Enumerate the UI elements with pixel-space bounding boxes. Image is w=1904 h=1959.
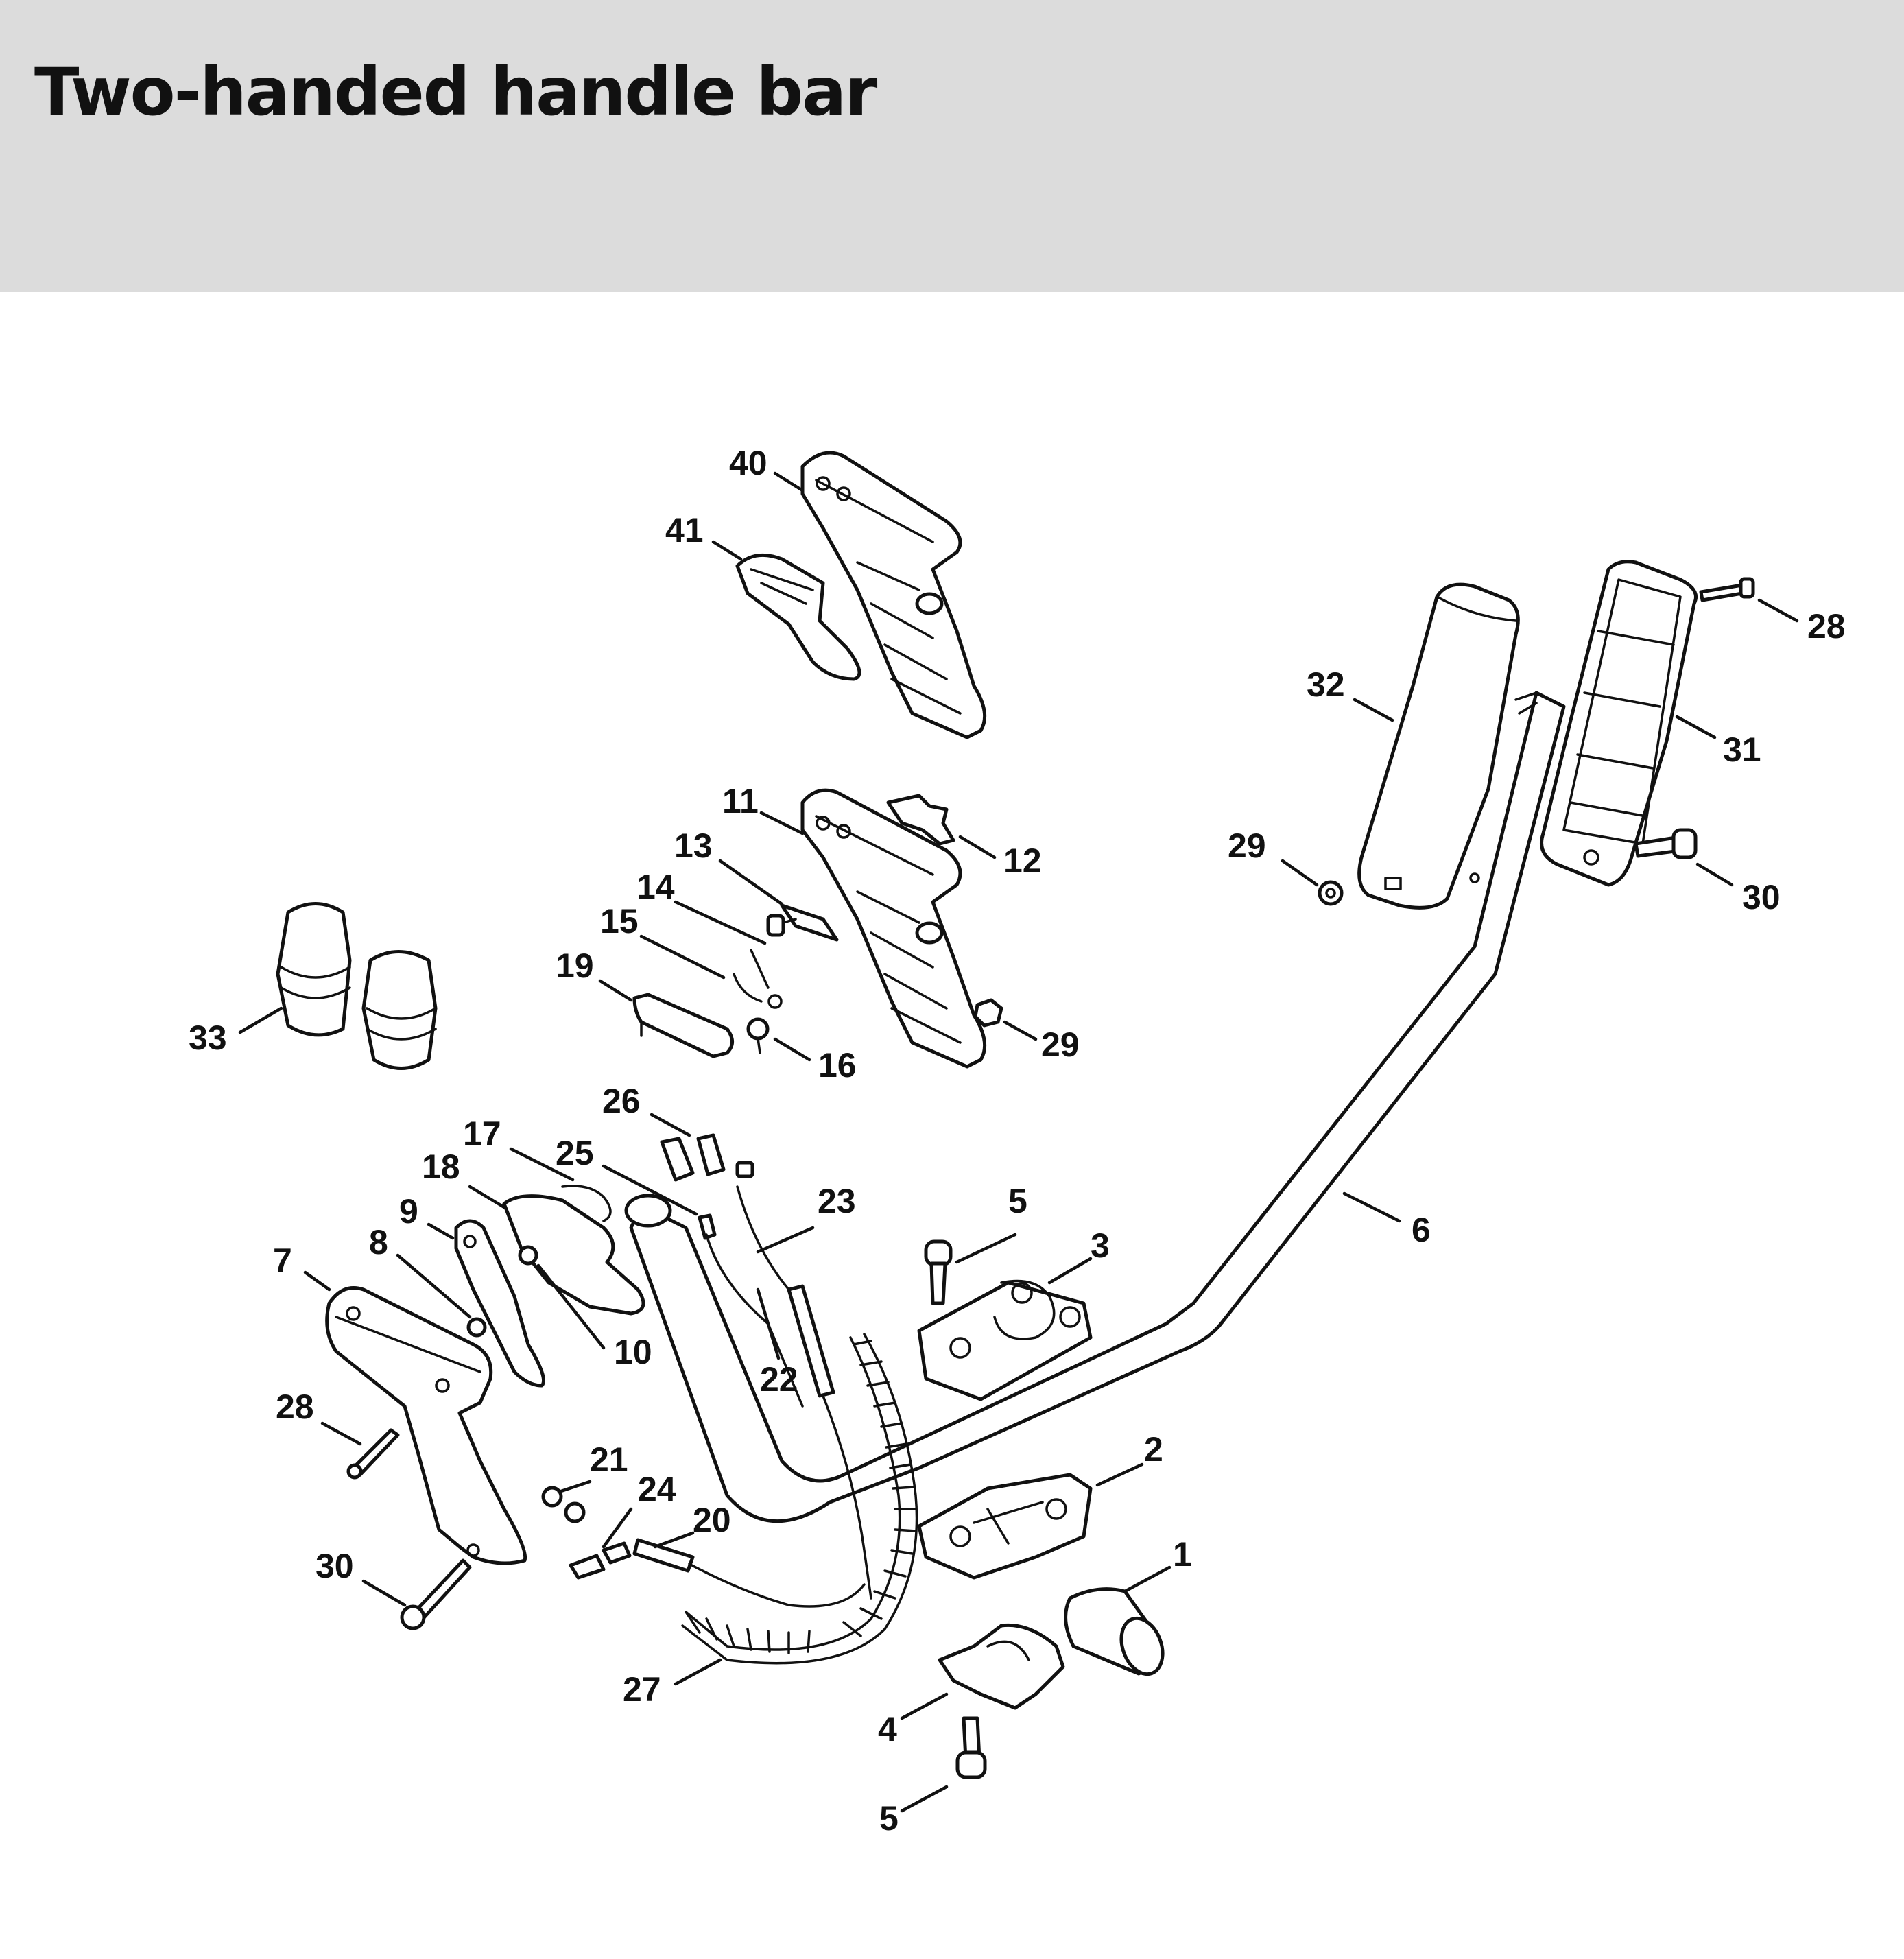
callout-21: 21 (590, 1440, 628, 1479)
callout-41: 41 (665, 511, 704, 549)
callout-8: 8 (369, 1223, 388, 1261)
part-30-screw-left (400, 1558, 472, 1630)
header-banner: Two-handed handle bar (0, 0, 1904, 292)
callout-9: 9 (399, 1192, 418, 1231)
part-26-connectors (660, 1133, 754, 1182)
part-21-nuts (541, 1486, 586, 1523)
callout-2: 2 (1144, 1430, 1163, 1469)
callout-5: 5 (1008, 1182, 1027, 1220)
part-2-clamp-lower (917, 1473, 1093, 1580)
part-29-nut-upper (1318, 880, 1344, 906)
callout-18: 18 (422, 1148, 460, 1186)
callout-24: 24 (638, 1470, 676, 1508)
part-4-clamp-half (938, 1623, 1065, 1710)
part-29-nut-lower (973, 998, 1003, 1028)
callout-29: 29 (1228, 827, 1266, 865)
part-5-screw-lower (955, 1716, 987, 1779)
callout-14: 14 (636, 868, 675, 906)
callout-1: 1 (1173, 1535, 1192, 1574)
part-1-sleeve (1064, 1587, 1165, 1676)
part-33-hose-clips (276, 902, 438, 1070)
part-16-screw (746, 1017, 770, 1054)
callout-20: 20 (693, 1501, 731, 1539)
callout-3: 3 (1091, 1226, 1110, 1265)
part-12-star-knob (886, 794, 955, 846)
part-11-control-handle-housing (800, 788, 987, 1069)
callout-33: 33 (189, 1019, 227, 1057)
part-19-slide-lever (632, 993, 734, 1058)
part-6-handle-tube (624, 691, 1566, 1523)
part-9-throttle-lever (454, 1219, 545, 1388)
part-18-lever (502, 1194, 645, 1316)
callout-28: 28 (1807, 607, 1846, 645)
callout-5: 5 (879, 1799, 899, 1838)
part-28-screw-upper (1699, 577, 1755, 602)
callout-22: 22 (760, 1360, 798, 1399)
part-25-terminal (698, 1213, 717, 1240)
callout-16: 16 (818, 1046, 857, 1084)
part-22-23-wiring (705, 1185, 872, 1600)
callout-13: 13 (674, 827, 713, 865)
part-10-ring (518, 1245, 538, 1266)
part-41-throttle-trigger (735, 553, 861, 681)
callout-10: 10 (614, 1333, 652, 1371)
callout-25: 25 (556, 1134, 594, 1172)
callout-28: 28 (276, 1388, 314, 1426)
callout-32: 32 (1307, 665, 1345, 704)
callout-11: 11 (722, 782, 759, 820)
callout-4: 4 (878, 1710, 897, 1748)
part-20-cable (632, 1538, 866, 1608)
part-28-screw-left (346, 1428, 400, 1480)
part-5-screw-upper (924, 1239, 953, 1305)
callout-31: 31 (1723, 731, 1761, 769)
part-14-rivet (766, 914, 797, 937)
part-15-torsion-spring (733, 949, 783, 1009)
callout-19: 19 (556, 947, 594, 985)
part-32-grip-sleeve (1357, 582, 1520, 910)
callout-17: 17 (463, 1115, 501, 1153)
part-30-screw-right (1634, 828, 1698, 859)
callout-40: 40 (729, 444, 767, 482)
callout-7: 7 (273, 1242, 292, 1280)
callout-23: 23 (818, 1182, 856, 1220)
part-8-nut (466, 1317, 487, 1338)
callout-27: 27 (623, 1670, 661, 1709)
part-13-spring-plate (780, 903, 839, 942)
part-27-conduits (681, 1333, 918, 1665)
callout-labels: 40 41 32 28 31 29 30 11 12 13 14 15 19 1… (189, 444, 1846, 1838)
callout-26: 26 (602, 1082, 641, 1120)
part-7-handle-housing (325, 1286, 527, 1565)
part-24-cable-ends (569, 1541, 632, 1580)
part-3-clamp-upper (917, 1279, 1093, 1401)
leader-lines (238, 471, 1799, 1813)
part-17-spring (561, 1185, 612, 1222)
page-title: Two-handed handle bar (34, 54, 877, 130)
callout-30: 30 (316, 1547, 354, 1585)
callout-15: 15 (600, 902, 639, 940)
callout-6: 6 (1412, 1211, 1431, 1249)
part-40-control-handle-housing (800, 451, 987, 739)
callout-30: 30 (1742, 878, 1781, 916)
callout-29: 29 (1041, 1025, 1080, 1064)
callout-12: 12 (1003, 842, 1042, 880)
